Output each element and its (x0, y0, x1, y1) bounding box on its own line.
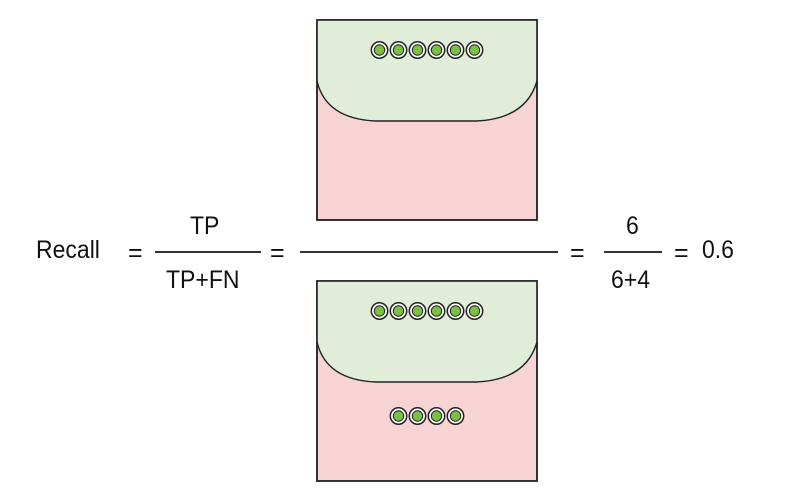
denominator-box (316, 280, 538, 482)
true-positive-dot (468, 305, 481, 317)
true-positive-dot (373, 305, 386, 317)
true-positive-dot (468, 44, 481, 56)
numerator-box (316, 19, 538, 221)
equals-sign-2: = (270, 239, 285, 267)
true-positive-dot (411, 305, 424, 317)
equals-sign-4: = (674, 239, 689, 267)
true-positive-dot (373, 44, 386, 56)
fraction-numerator-tp: TP (190, 212, 220, 240)
fraction-denominator-tpfn: TP+FN (166, 266, 240, 294)
true-positive-dot (430, 305, 443, 317)
top-green-dots (370, 41, 484, 59)
true-positive-dot (430, 44, 443, 56)
fraction-numerator-6: 6 (626, 212, 639, 240)
false-negative-dot (430, 410, 443, 422)
fraction-line-2 (604, 251, 662, 253)
bottom-red-region-dots (389, 407, 465, 425)
true-positive-dot (411, 44, 424, 56)
false-negative-dot (449, 410, 462, 422)
true-positive-dot (392, 44, 405, 56)
true-positive-dot (449, 305, 462, 317)
false-negative-dot (392, 410, 405, 422)
true-positive-dot (449, 44, 462, 56)
result-value: 0.6 (702, 236, 734, 264)
true-positive-dot (392, 305, 405, 317)
equals-sign-3: = (570, 239, 585, 267)
equals-sign-1: = (128, 239, 143, 267)
fraction-denominator-6plus4: 6+4 (611, 266, 651, 294)
recall-label: Recall (36, 236, 100, 264)
fraction-line-1 (155, 251, 261, 253)
fraction-line-visual (300, 251, 558, 253)
false-negative-dot (411, 410, 424, 422)
bottom-green-dots (370, 302, 484, 320)
